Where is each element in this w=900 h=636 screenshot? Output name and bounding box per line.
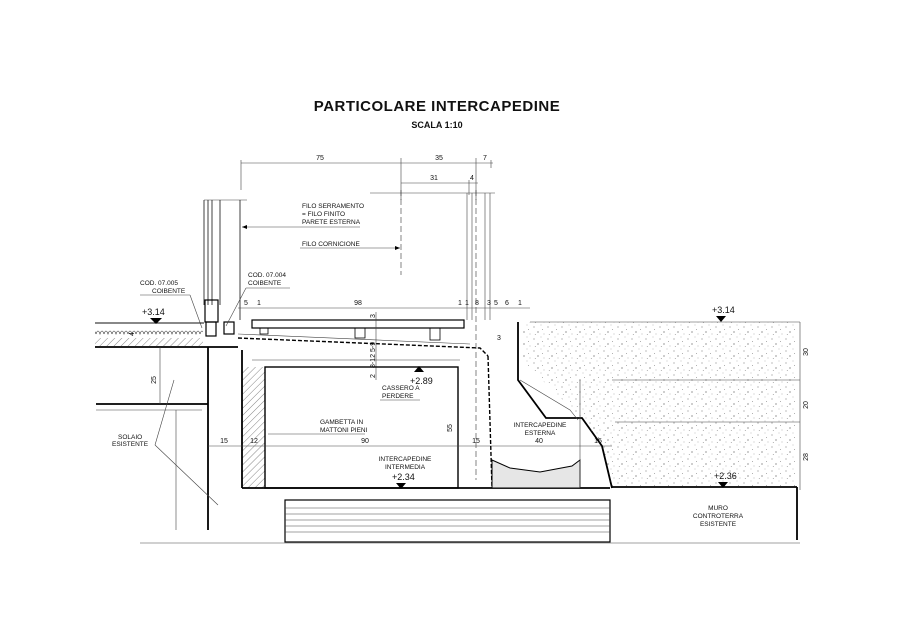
drawing-scale: SCALA 1:10	[411, 120, 462, 130]
svg-text:PERDERE: PERDERE	[382, 393, 414, 400]
svg-text:+3.14: +3.14	[712, 305, 735, 315]
svg-text:CONTROTERRA: CONTROTERRA	[693, 513, 744, 520]
dim-35: 35	[435, 155, 443, 162]
level-esterna: +2.36	[714, 471, 737, 488]
filo-serramento-label: FILO SERRAMENTO = FILO FINITO PARETE EST…	[242, 203, 364, 229]
svg-text:MURO: MURO	[708, 505, 728, 512]
svg-text:SOLAIO: SOLAIO	[118, 434, 142, 441]
svg-text:+2.36: +2.36	[714, 471, 737, 481]
cod-07005-label: COD. 07.005 COIBENTE	[140, 280, 203, 329]
svg-text:= FILO FINITO: = FILO FINITO	[302, 211, 345, 218]
svg-text:+3.14: +3.14	[142, 307, 165, 317]
svg-text:COIBENTE: COIBENTE	[152, 288, 186, 295]
top-dimensions: 75 35 7 31 4	[240, 155, 493, 200]
svg-text:20: 20	[803, 401, 810, 409]
svg-text:3: 3	[370, 314, 377, 318]
svg-text:40: 40	[535, 438, 543, 445]
dim-25: 25	[151, 376, 158, 384]
svg-text:MATTONI PIENI: MATTONI PIENI	[320, 427, 368, 434]
svg-text:8-12: 8-12	[370, 354, 377, 368]
svg-text:COIBENTE: COIBENTE	[248, 280, 282, 287]
foundation-footing	[140, 499, 800, 544]
solaio-label: SOLAIO ESISTENTE	[112, 379, 219, 506]
svg-text:COD. 07.005: COD. 07.005	[140, 280, 178, 287]
svg-text:FILO CORNICIONE: FILO CORNICIONE	[302, 241, 360, 248]
dim-4-small: 4	[129, 332, 136, 336]
svg-text:GAMBETTA IN: GAMBETTA IN	[320, 419, 364, 426]
svg-text:6: 6	[505, 300, 509, 307]
cassero-label: CASSERO A PERDERE	[380, 385, 420, 401]
svg-text:ESTERNA: ESTERNA	[525, 430, 556, 437]
svg-text:INTERCAPEDINE: INTERCAPEDINE	[379, 456, 432, 463]
svg-text:5: 5	[494, 300, 498, 307]
cantilever-slab: 3 5-9 8-12 2 3	[237, 312, 501, 380]
dim-75: 75	[316, 155, 324, 162]
gambetta-label: GAMBETTA IN MATTONI PIENI	[268, 419, 368, 435]
svg-text:1: 1	[465, 300, 469, 307]
svg-text:3: 3	[487, 300, 491, 307]
svg-text:5: 5	[244, 300, 248, 307]
svg-text:15: 15	[472, 438, 480, 445]
svg-text:1: 1	[458, 300, 462, 307]
svg-text:INTERMEDIA: INTERMEDIA	[385, 464, 426, 471]
svg-text:+2.34: +2.34	[392, 472, 415, 482]
svg-text:3: 3	[497, 335, 501, 342]
svg-text:+2.89: +2.89	[410, 376, 433, 386]
svg-text:1: 1	[257, 300, 261, 307]
svg-text:5-9: 5-9	[370, 342, 377, 352]
svg-text:FILO SERRAMENTO: FILO SERRAMENTO	[302, 203, 364, 210]
filo-cornicione-label: FILO CORNICIONE	[300, 241, 400, 250]
muro-label: MURO CONTROTERRA ESISTENTE	[693, 505, 744, 528]
level-left-floor: +3.14	[142, 307, 165, 324]
svg-text:ESISTENTE: ESISTENTE	[700, 521, 737, 528]
svg-text:15: 15	[220, 438, 228, 445]
svg-text:90: 90	[361, 438, 369, 445]
svg-text:30: 30	[803, 348, 810, 356]
existing-floor: 25 4	[95, 322, 238, 530]
svg-text:INTERCAPEDINE: INTERCAPEDINE	[514, 422, 567, 429]
level-cassero: +2.89	[410, 366, 433, 386]
dim-31: 31	[430, 175, 438, 182]
svg-text:8: 8	[475, 300, 479, 307]
svg-text:28: 28	[803, 453, 810, 461]
intercapedine-intermedia-label: INTERCAPEDINE INTERMEDIA +2.34	[379, 456, 432, 489]
slab-dimensions: 5 1 98 1 1 8 3 5 6 1	[238, 300, 530, 309]
svg-text:98: 98	[354, 300, 362, 307]
svg-text:PARETE ESTERNA: PARETE ESTERNA	[302, 219, 361, 226]
svg-text:2: 2	[370, 374, 377, 378]
external-cavity: INTERCAPEDINE ESTERNA	[487, 322, 613, 489]
level-right-ground: +3.14	[712, 305, 735, 322]
window-frame	[203, 190, 495, 480]
svg-text:ESISTENTE: ESISTENTE	[112, 441, 149, 448]
svg-text:12: 12	[250, 438, 258, 445]
svg-text:CASSERO A: CASSERO A	[382, 385, 420, 392]
cod-07004-label: COD. 07.004 COIBENTE	[225, 272, 290, 327]
svg-text:COD. 07.004: COD. 07.004	[248, 272, 286, 279]
svg-text:1: 1	[518, 300, 522, 307]
drawing-title: PARTICOLARE INTERCAPEDINE	[314, 98, 560, 115]
gravel-backfill: 30 20 28	[522, 321, 810, 540]
dim-7: 7	[483, 155, 487, 162]
dim-4: 4	[470, 175, 474, 182]
dim-55: 55	[447, 424, 454, 432]
